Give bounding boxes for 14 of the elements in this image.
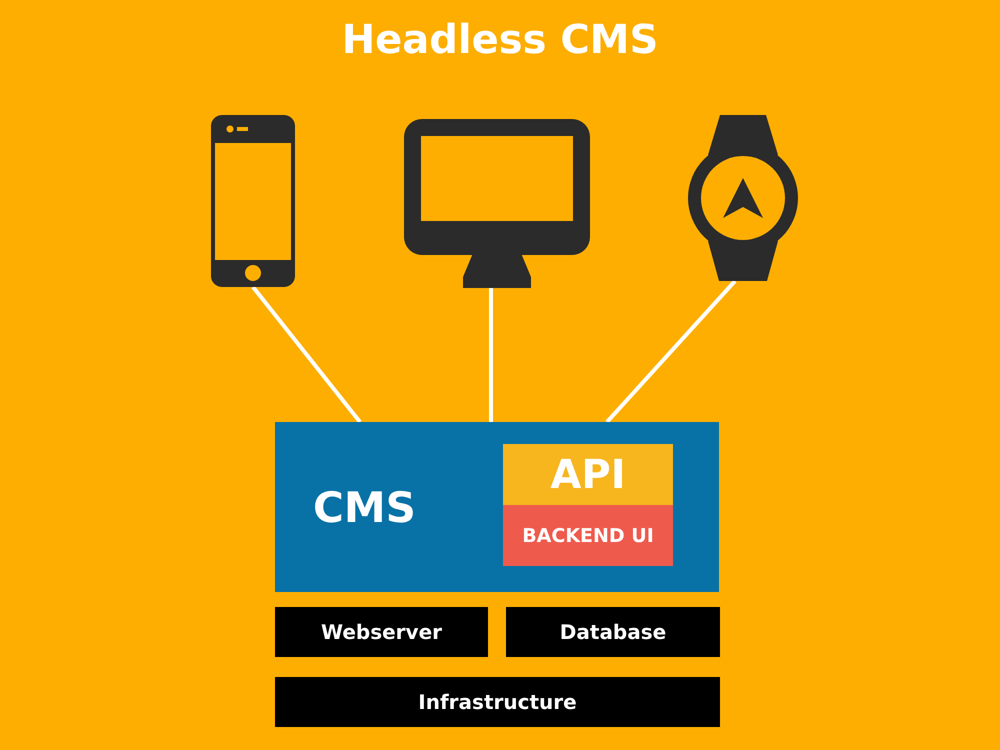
panel-title: CMS — [313, 483, 416, 533]
connector-line — [606, 280, 736, 424]
smartwatch-icon — [688, 115, 798, 281]
diagram-title: Headless CMS — [342, 16, 658, 65]
layer-box: Infrastructure — [275, 677, 720, 727]
monitor-icon — [404, 119, 590, 288]
layer-box: Webserver — [275, 607, 488, 657]
platform-panel — [275, 422, 719, 592]
connector-line — [489, 288, 493, 422]
connector-line — [251, 286, 362, 424]
component-box: API — [503, 444, 673, 505]
component-box: BACKEND UI — [503, 505, 673, 566]
smartphone-icon — [211, 115, 295, 287]
layer-box: Database — [506, 607, 720, 657]
